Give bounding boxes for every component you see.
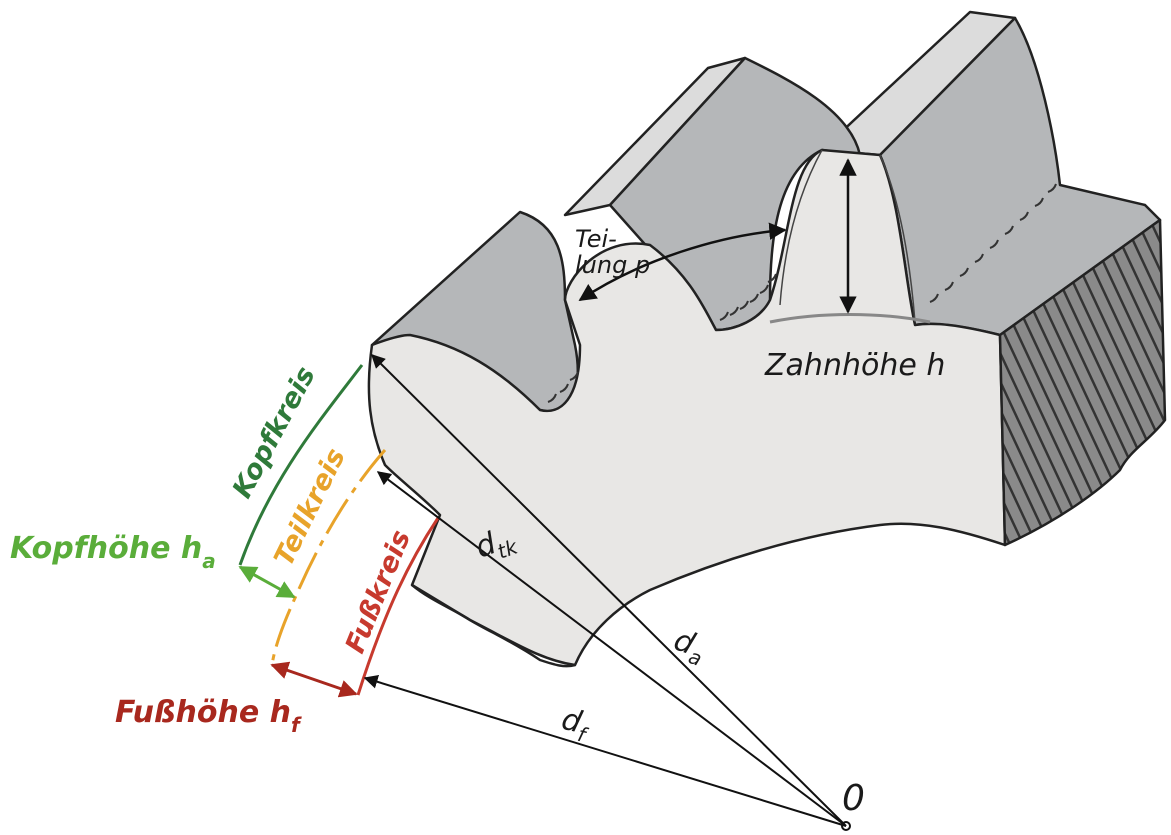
teilung-arrow xyxy=(578,222,787,302)
origin-point xyxy=(841,821,851,831)
teilkreis-label: Teilkreis xyxy=(268,444,351,571)
d-a-label: da xyxy=(668,623,711,671)
kopfkreis-arc xyxy=(238,364,364,566)
fusshoehe-label: Fußhöhe hf xyxy=(115,695,302,737)
teilkreis-arc xyxy=(270,449,387,666)
fusskreis-arc xyxy=(356,517,440,696)
d-f-line xyxy=(363,675,847,827)
d-a-line xyxy=(371,354,847,827)
fusshoehe-arrow xyxy=(270,661,358,698)
d-tk-line xyxy=(376,471,847,827)
teilung-label-1: Tei- xyxy=(575,225,617,253)
kopfhoehe-label: Kopfhöhe ha xyxy=(10,531,216,573)
root-line xyxy=(769,313,931,324)
radius-lines xyxy=(363,354,847,827)
d-f-label: df xyxy=(557,702,595,748)
kopfhoehe-arrow xyxy=(238,565,296,599)
teilung-label-2: lung p xyxy=(575,251,650,279)
section-hatch xyxy=(998,218,1167,547)
zahnhoehe-label: Zahnhöhe h xyxy=(764,348,945,383)
origin-label: 0 xyxy=(842,778,865,819)
broken-edge xyxy=(411,584,576,668)
